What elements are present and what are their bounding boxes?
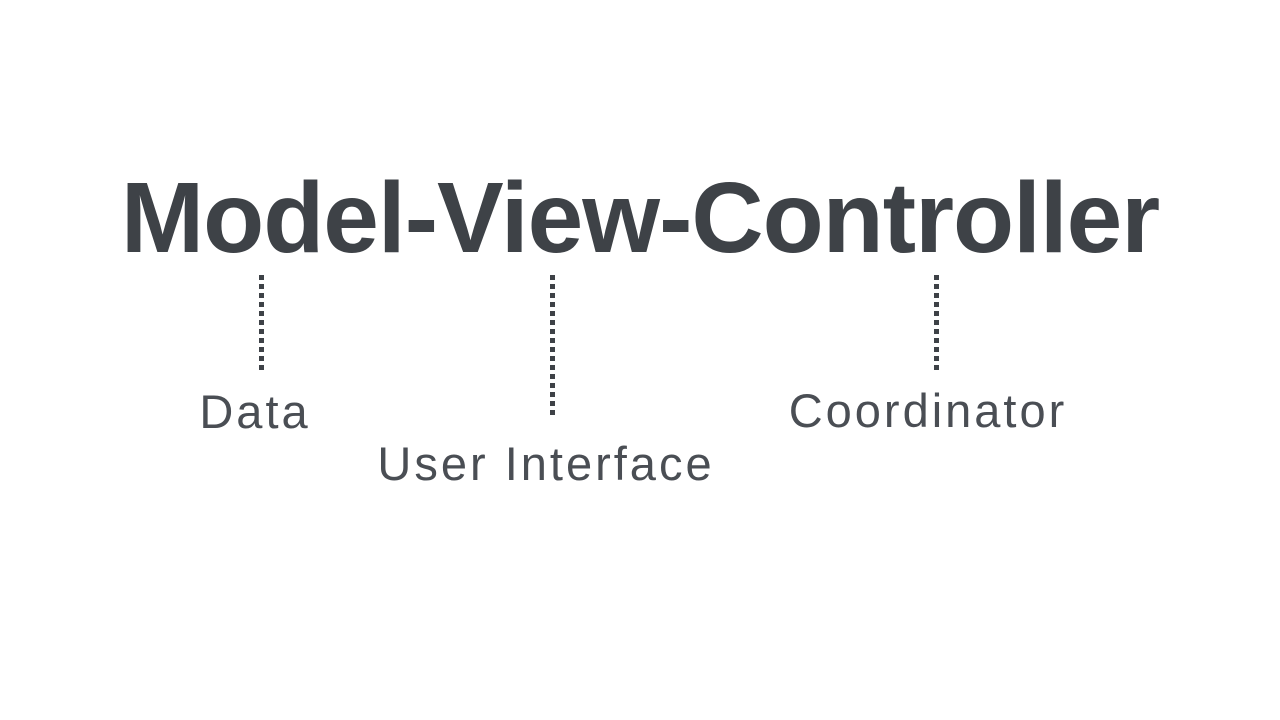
view-dotted-leader-line xyxy=(550,275,555,415)
controller-dotted-leader-line xyxy=(934,275,939,370)
diagram-title: Model-View-Controller xyxy=(120,162,1160,274)
view-annotation-label: User Interface xyxy=(377,437,715,490)
controller-annotation-label: Coordinator xyxy=(788,384,1068,437)
model-dotted-leader-line xyxy=(259,275,264,370)
model-annotation-label: Data xyxy=(199,385,311,438)
